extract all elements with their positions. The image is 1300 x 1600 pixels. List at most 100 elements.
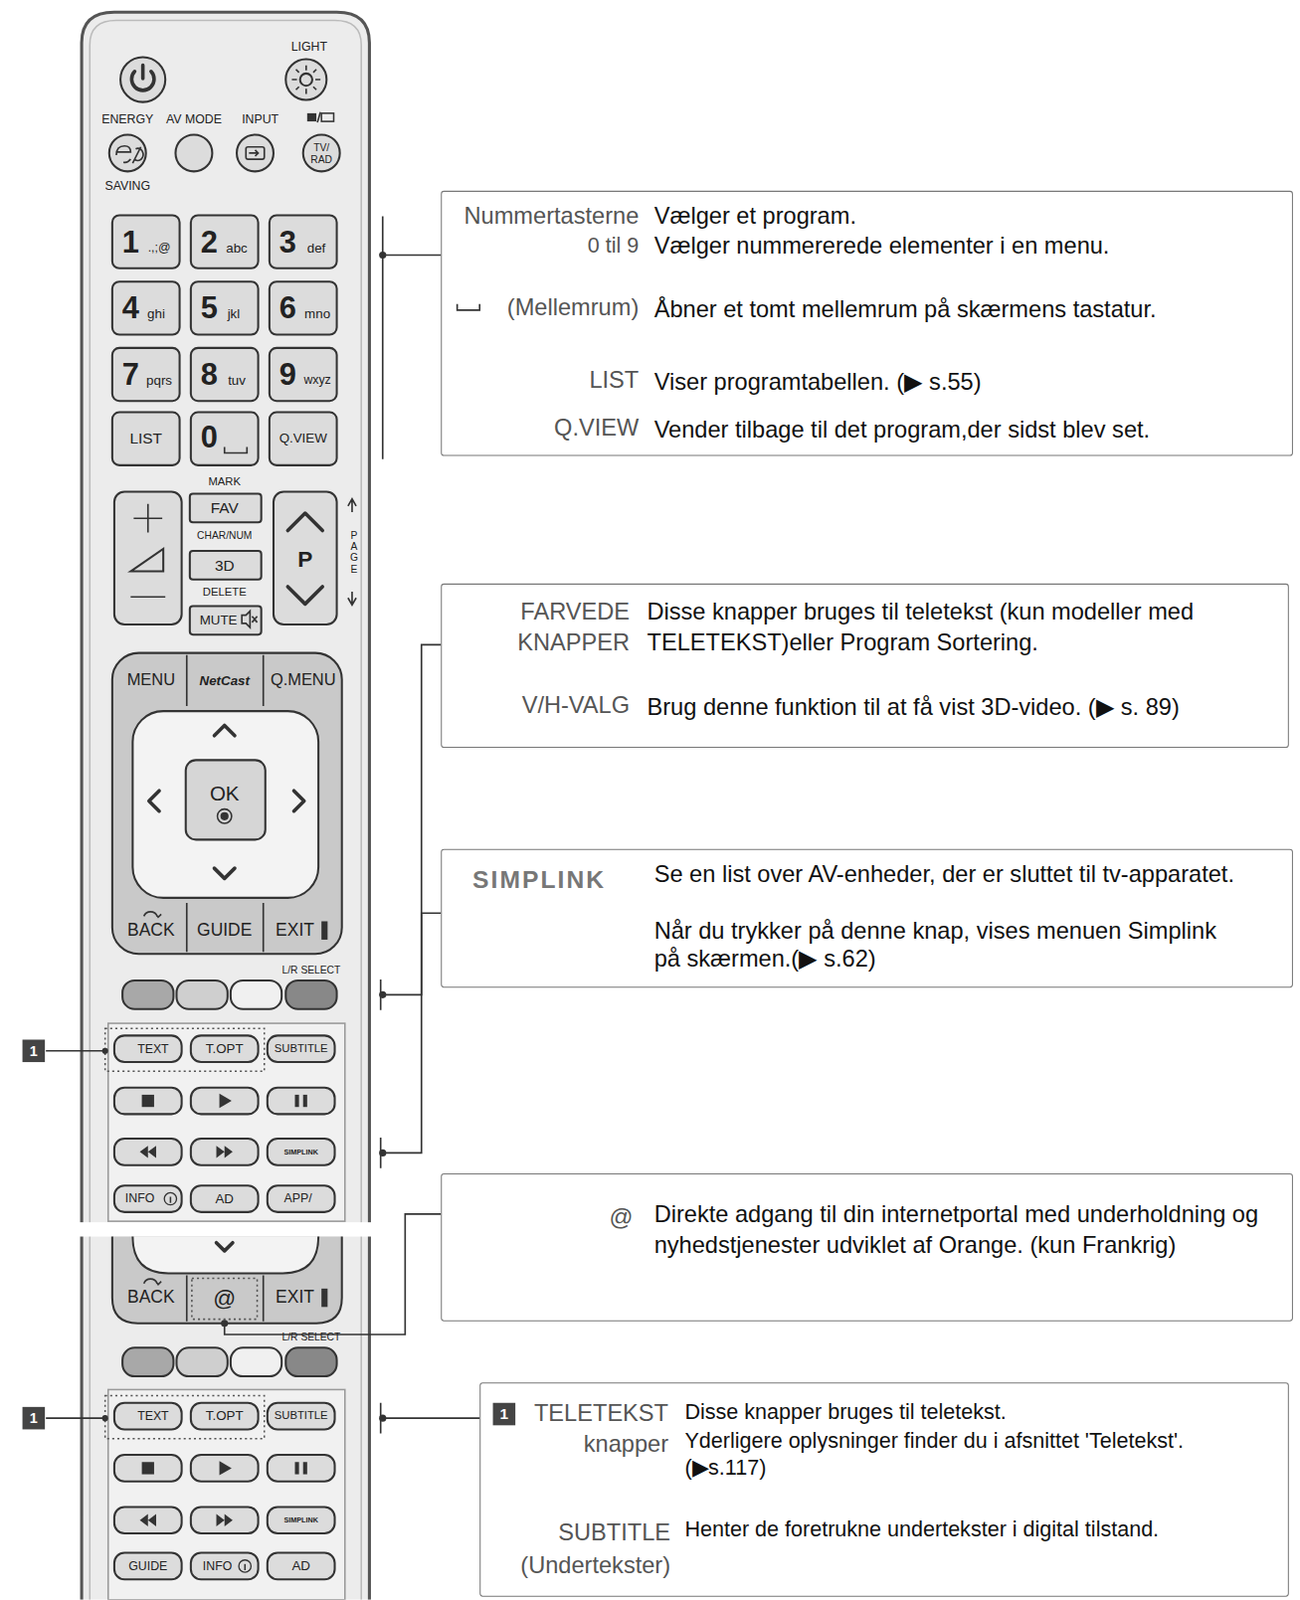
remote-part [285,1347,337,1377]
button-label: INPUT [241,113,279,127]
callout-number: 1 [29,1411,38,1427]
button-label: TEXT [137,1410,169,1424]
term-label: Nummertasterne [441,199,639,231]
button-label: TV/ RAD [308,143,336,166]
remote-part [22,1039,46,1063]
remote-part [285,980,337,1010]
term-label: TELETEKST knapper [519,1398,669,1461]
remote-part [236,134,274,172]
remote-part [102,1415,109,1422]
description-text: Henter de foretrukne undertekster i digi… [684,1516,1236,1544]
remote-part [230,1347,282,1377]
button-label: 4 [122,292,140,325]
remote-part [114,1553,183,1581]
remote-part [382,216,441,460]
remote-part [140,1145,233,1158]
remote-part [186,1276,264,1322]
button-label: 5 [200,292,218,325]
remote-part [378,251,386,259]
button-label: EXIT [275,1289,315,1307]
remote-part [295,1095,300,1108]
button-label: AD [291,1559,311,1574]
remote-part [248,150,258,157]
button-label: L/R SELECT [282,964,342,976]
term-label: V/H-VALG [441,690,630,722]
button-label: SIMPLINK [284,1148,319,1157]
remote-part [230,980,282,1010]
description-text: Disse knapper bruges til teletekst (kun … [646,595,1265,658]
button-label: 3 [279,225,297,258]
remote-part [141,65,146,79]
button-label: SIMPLINK [284,1516,319,1525]
remote-part [122,1347,174,1377]
button-label: FAV [210,500,239,517]
button-label: wxyz [303,373,331,387]
remote-part [22,1407,46,1431]
button-label: .,;@ [148,241,172,255]
remote-part [112,412,181,466]
remote-part [112,281,181,335]
description-text: Når du trykker på denne knap, vises menu… [654,917,1237,972]
description-text: Vælger et program. [654,199,1278,231]
remote-part [241,611,257,628]
button-label: def [307,240,327,255]
remote-part [267,1185,336,1213]
button-label: 1 [122,225,140,258]
remote-part [189,605,262,635]
description-text: Direkte adgang til din internetportal me… [654,1199,1278,1262]
button-label: SUBTITLE [274,1410,329,1423]
remote-part [149,790,160,812]
remote-part [378,1149,386,1157]
remote-part [105,1028,265,1072]
remote-part [269,281,338,335]
callout-number: 1 [29,1043,38,1059]
button-label: DELETE [202,586,247,599]
remote-part [220,812,229,821]
remote-part [190,1553,259,1581]
button-label: BACK [127,1289,176,1307]
button-label: abc [225,240,248,255]
button-label: AD [214,1192,234,1207]
button-label: tuv [227,373,246,388]
button-label: LIST [129,430,163,447]
button-label: MENU [127,672,176,690]
remote-part [116,146,144,164]
remote-part [190,1035,259,1063]
remote-part [170,1196,173,1203]
remote-part [219,1094,232,1109]
remote-part [190,1185,259,1213]
description-text: Brug denne funktion til at få vist 3D-vi… [646,692,1280,724]
remote-part [61,1222,388,1237]
term-label: FARVEDE KNAPPER [441,595,630,658]
remote-part [114,492,183,625]
remote-part [189,551,262,580]
remote-part [269,214,338,268]
remote-part [109,134,147,172]
button-label: GUIDE [196,922,252,940]
remote-part [267,1035,336,1063]
remote-part [102,1048,109,1055]
remote-part [191,1279,258,1320]
remote-part [307,113,317,122]
remote-part [217,809,232,824]
remote-part [267,1403,336,1431]
button-label: ENERGY [101,113,154,127]
button-label: mno [304,307,331,322]
remote-part [190,348,259,401]
remote-part [45,1050,106,1053]
remote-part [144,912,162,919]
remote-part [224,1214,442,1335]
button-label: NetCast [199,673,250,688]
button-label: APP/ [284,1192,313,1206]
remote-part [112,214,181,268]
remote-part [112,348,181,401]
remote-part [189,494,262,524]
button-label: Q.VIEW [279,431,328,446]
remote-part [303,134,341,172]
remote-part [190,412,259,466]
button-label: 8 [200,358,218,390]
remote-part [140,1514,233,1527]
button-label: MARK [207,475,241,488]
remote-part [303,1095,308,1108]
remote-part [457,304,481,311]
